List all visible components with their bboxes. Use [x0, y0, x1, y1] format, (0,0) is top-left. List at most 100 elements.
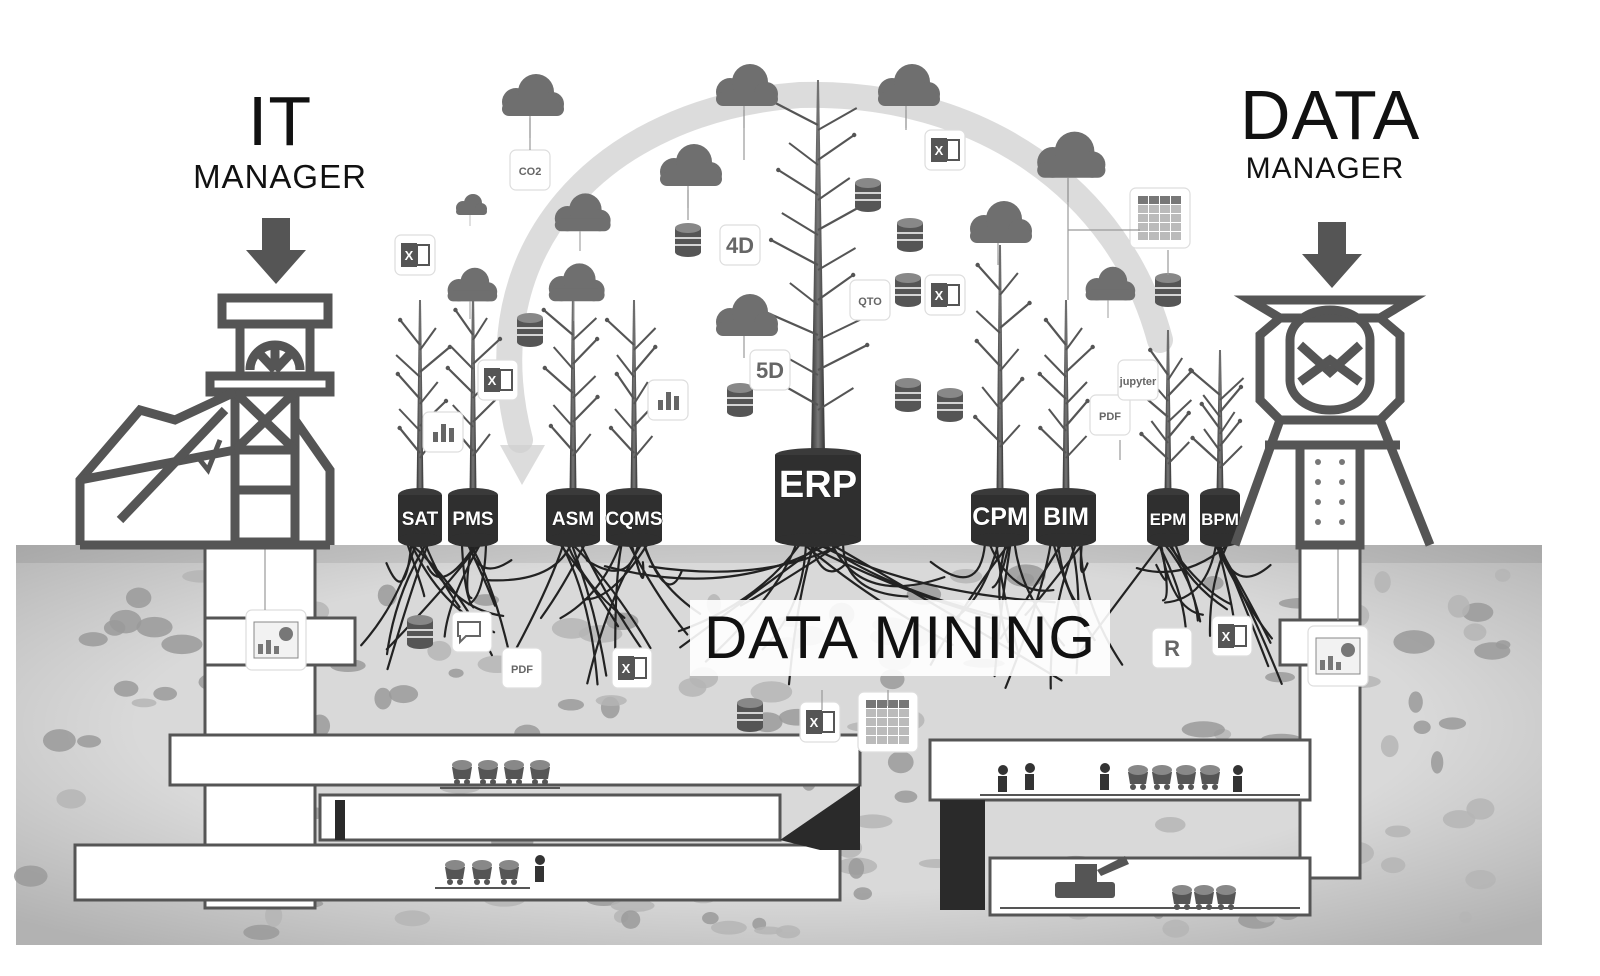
branch-tip	[1085, 398, 1090, 404]
pebble	[853, 887, 872, 901]
svg-text:X: X	[622, 661, 631, 676]
system-label-bpm: BPM	[1201, 510, 1239, 529]
pebble	[1462, 602, 1494, 622]
chart-icon	[422, 411, 464, 453]
mine-cart	[1128, 765, 1148, 790]
trunk	[1216, 350, 1224, 495]
shaft-lights	[1315, 459, 1345, 525]
tree-sat	[395, 300, 453, 547]
branch	[633, 327, 657, 351]
pebble	[1430, 751, 1444, 774]
branch-tip	[395, 371, 401, 377]
cloud-icon	[502, 74, 564, 138]
stump-base	[448, 533, 498, 547]
excel-icon: X	[1211, 615, 1253, 657]
root	[1174, 542, 1202, 623]
pebble	[1016, 573, 1035, 586]
branch	[999, 302, 1031, 329]
stump-base	[1036, 533, 1096, 547]
branch-tip	[1090, 344, 1095, 350]
pebble	[894, 790, 918, 803]
excel-icon: X	[924, 274, 966, 316]
system-trees	[395, 80, 1245, 547]
branch-tip	[445, 365, 451, 371]
excel-icon: X	[611, 647, 653, 689]
stump	[1147, 495, 1189, 540]
cloud-icon	[716, 294, 778, 358]
branch	[454, 309, 474, 336]
branch	[770, 239, 819, 266]
mine-cart	[452, 760, 472, 785]
branch	[1039, 427, 1067, 454]
pebble	[702, 912, 719, 925]
pebble	[754, 926, 783, 935]
chart-icon	[647, 379, 689, 421]
mine-cart	[1152, 765, 1172, 790]
root	[539, 542, 586, 620]
pebble	[750, 681, 793, 703]
branch-tip	[1027, 300, 1032, 306]
mine-cart	[1176, 765, 1196, 790]
it-title: IT	[247, 82, 313, 160]
branch	[1167, 412, 1190, 439]
branch	[1043, 354, 1067, 378]
stump-base	[1147, 533, 1189, 547]
branch-tip	[1020, 376, 1025, 382]
branch	[552, 404, 574, 428]
branch-tip	[541, 307, 546, 313]
pebble	[388, 685, 419, 704]
stump	[398, 495, 442, 540]
pebble	[109, 609, 142, 634]
pebble	[1459, 911, 1472, 924]
branch	[1167, 441, 1190, 465]
root	[558, 542, 620, 628]
branch	[1039, 373, 1067, 400]
mine-carts	[435, 760, 1300, 910]
system-label-erp: ERP	[779, 464, 857, 506]
mine-cart	[1194, 885, 1214, 910]
pebble	[1380, 857, 1406, 874]
branch	[544, 367, 574, 394]
branch	[1203, 428, 1221, 452]
branch	[572, 375, 597, 399]
stump	[775, 455, 861, 540]
branch-tip	[851, 132, 857, 138]
root	[603, 542, 829, 580]
mine-cart	[478, 760, 498, 785]
svg-text:X: X	[1222, 629, 1231, 644]
pebble	[56, 789, 86, 809]
branch	[817, 344, 868, 371]
tree-epm	[1136, 330, 1195, 547]
database-icon	[897, 218, 923, 252]
cloud-icon	[456, 194, 487, 226]
data-down-arrow	[1302, 222, 1362, 288]
branch	[610, 427, 635, 454]
cloud-icon	[548, 263, 605, 322]
pebble	[852, 814, 893, 829]
branch	[614, 408, 635, 432]
system-label-bim: BIM	[1043, 503, 1089, 531]
branch-tip	[594, 336, 600, 342]
branch	[1219, 386, 1242, 413]
pebble	[131, 698, 157, 708]
branch-tip	[975, 262, 980, 268]
root	[929, 542, 987, 579]
root	[386, 542, 430, 671]
root	[560, 542, 599, 686]
clouds	[447, 64, 1136, 358]
svg-text:QTO: QTO	[858, 296, 882, 308]
stump	[1200, 495, 1240, 540]
svg-text:CO2: CO2	[519, 166, 542, 178]
branch	[1167, 370, 1193, 397]
pebble	[1154, 816, 1186, 833]
stump	[448, 495, 498, 540]
mine-rails	[435, 787, 1300, 909]
pebble	[551, 618, 592, 639]
branch	[633, 381, 649, 405]
branch-tip	[548, 423, 554, 429]
database-icon	[855, 178, 881, 212]
svg-text:jupyter: jupyter	[1119, 376, 1157, 388]
branch	[1219, 411, 1236, 435]
tree-bim	[1036, 300, 1096, 547]
excel-icon: X	[924, 129, 966, 171]
